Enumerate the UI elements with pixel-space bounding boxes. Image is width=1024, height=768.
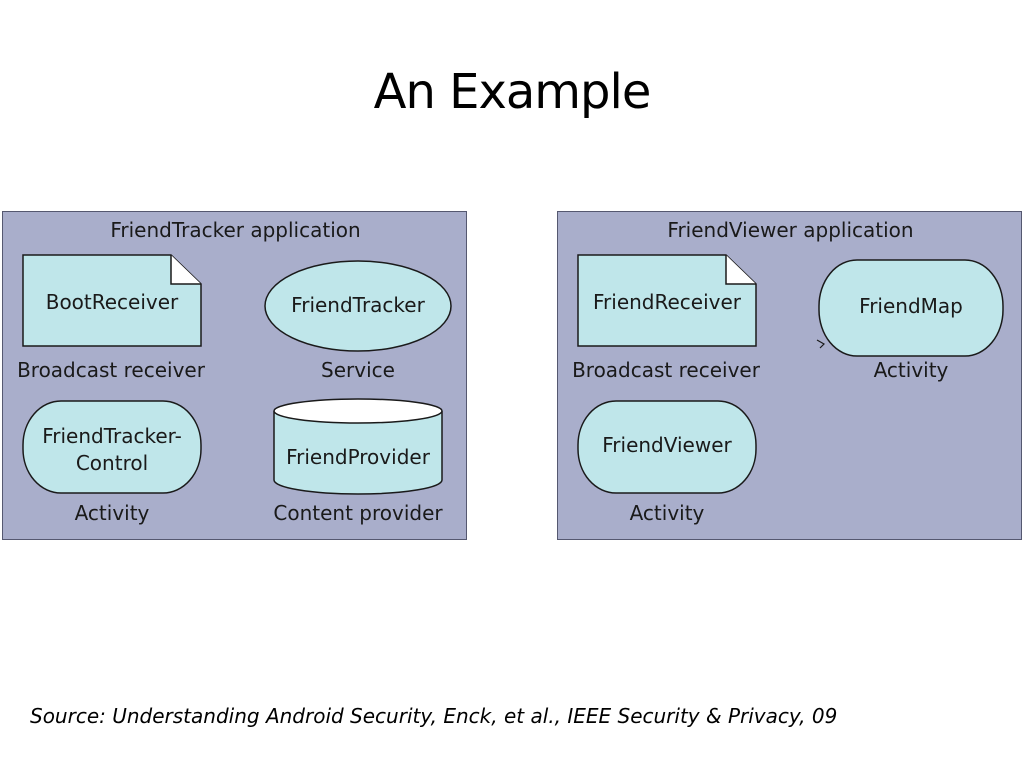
friendreceiver-type-label: Broadcast receiver <box>572 358 760 382</box>
friendtracker-service-ellipse <box>264 260 452 352</box>
source-citation: Source: Understanding Android Security, … <box>30 704 838 728</box>
slide-title: An Example <box>373 64 652 120</box>
friendreceiver-label: FriendReceiver <box>592 290 742 314</box>
friendtracker-shapes <box>22 254 452 495</box>
friendreceiver-fold-corner <box>725 255 756 285</box>
friendtracker-application-title: FriendTracker application <box>110 218 361 242</box>
friendmap-type-label: Activity <box>873 358 949 382</box>
friendviewer-application-panel: FriendViewer application FriendReceiver … <box>557 211 1022 540</box>
friendviewer-activity-stadium <box>577 400 757 494</box>
friendprovider-cylinder-top <box>273 398 443 424</box>
friendtracker-label: FriendTracker <box>291 293 425 317</box>
friendmap-small-mark <box>816 339 825 349</box>
bootreceiver-label: BootReceiver <box>45 290 179 314</box>
friendtracker-application-panel: FriendTracker application BootReceiver B… <box>2 211 467 540</box>
friendprovider-cylinder-body <box>273 411 443 495</box>
friendtrackercontrol-label-line2: Control <box>75 451 149 475</box>
friendviewer-shapes <box>577 254 1004 494</box>
friendviewer-label: FriendViewer <box>602 433 732 457</box>
friendprovider-type-label: Content provider <box>273 501 443 525</box>
friendmap-label: FriendMap <box>859 294 963 318</box>
bootreceiver-type-label: Broadcast receiver <box>17 358 205 382</box>
friendviewer-type-label: Activity <box>629 501 705 525</box>
friendtrackercontrol-type-label: Activity <box>74 501 150 525</box>
friendtracker-type-label: Service <box>321 358 395 382</box>
friendviewer-application-title: FriendViewer application <box>667 218 914 242</box>
friendmap-activity-stadium <box>818 259 1004 357</box>
bootreceiver-fold-corner <box>170 255 201 285</box>
friendprovider-label: FriendProvider <box>286 445 430 469</box>
friendreceiver-document-shape <box>577 254 757 347</box>
friendtrackercontrol-label-line1: FriendTracker- <box>42 424 182 448</box>
friendtrackercontrol-activity-stadium <box>22 400 202 494</box>
bootreceiver-document-shape <box>22 254 202 347</box>
